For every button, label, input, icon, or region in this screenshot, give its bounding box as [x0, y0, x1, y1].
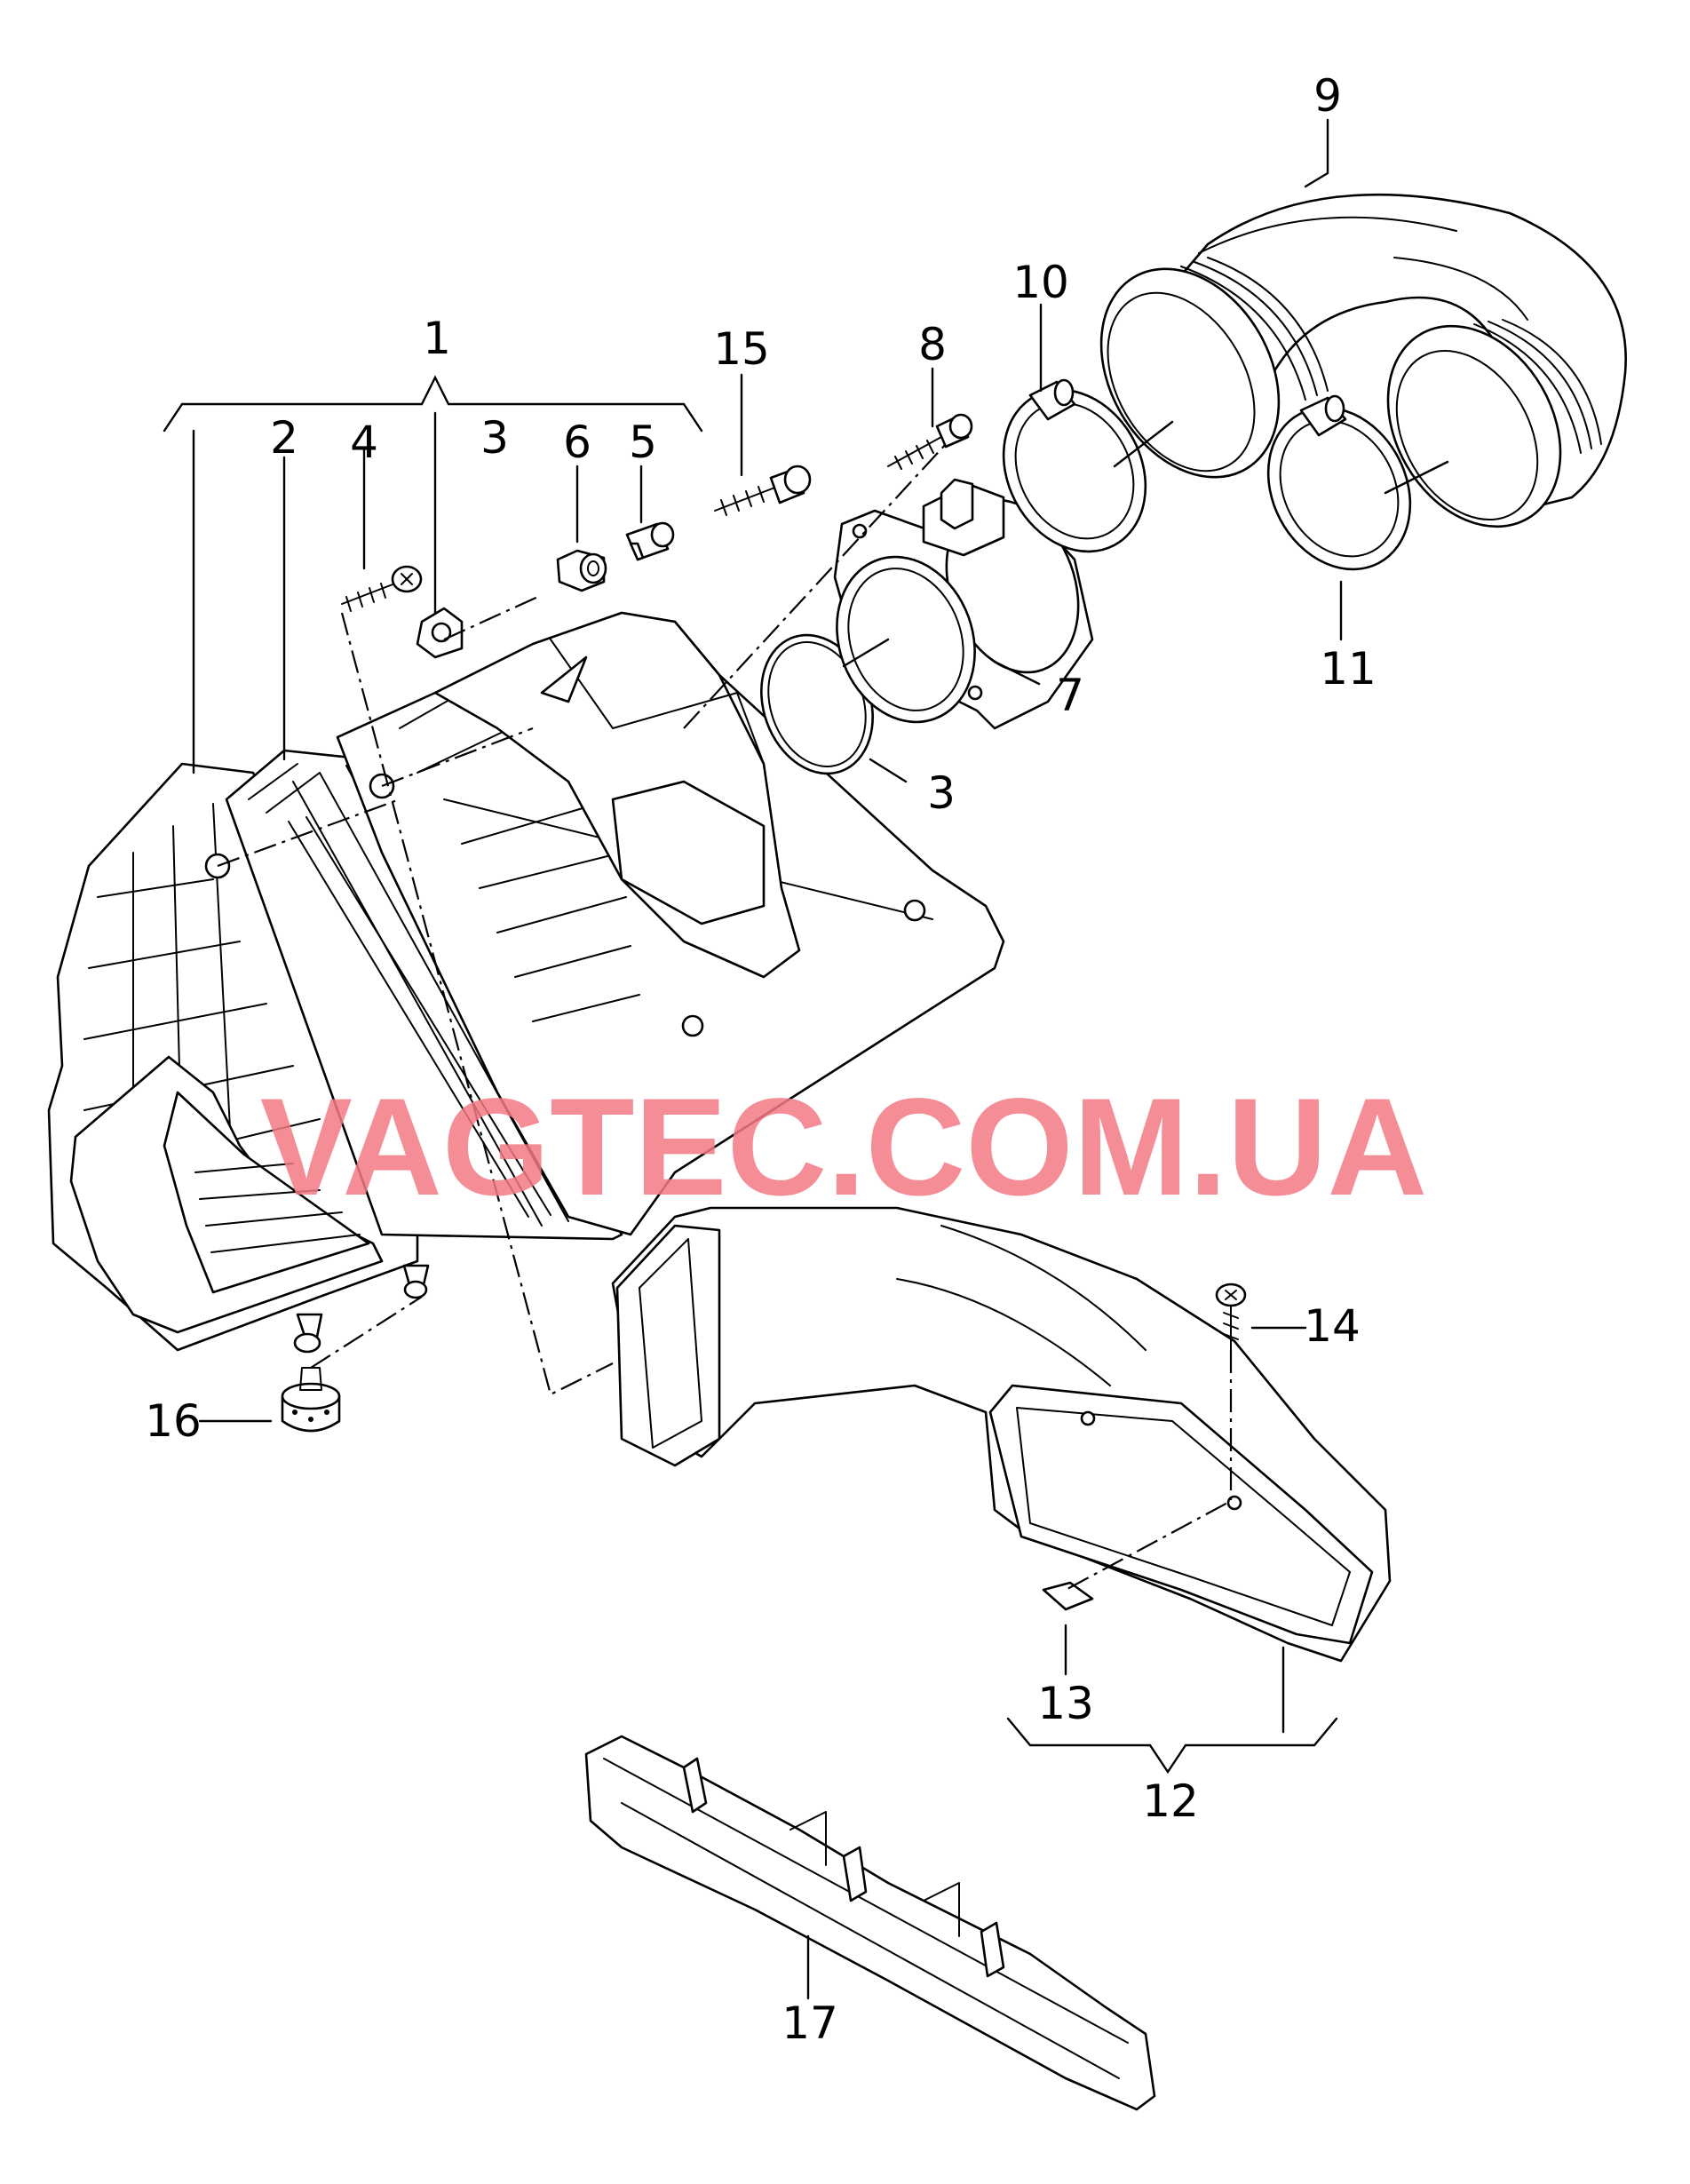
callout-16: 16 — [145, 1395, 202, 1447]
air-filter-housing — [47, 607, 1005, 1354]
sleeve-5 — [625, 521, 675, 561]
screw-14 — [1215, 1283, 1247, 1351]
callout-8: 8 — [918, 319, 947, 370]
callout-2: 2 — [270, 412, 298, 464]
callout-labels: 1 2 4 3 6 5 15 8 10 9 11 7 3 14 13 12 16… — [145, 70, 1377, 2049]
callout-10: 10 — [1012, 257, 1069, 308]
leader-lines — [163, 118, 1449, 2000]
hose-clamp-11 — [1266, 394, 1412, 571]
callout-11: 11 — [1320, 643, 1377, 695]
screw-8 — [887, 413, 973, 470]
mass-air-flow-sensor — [833, 478, 1094, 730]
rubber-mount — [281, 1367, 341, 1433]
callout-6: 6 — [563, 417, 591, 468]
intake-hose — [1099, 193, 1627, 528]
callout-1: 1 — [423, 313, 451, 364]
watermark: VAGTEC.COM.UA — [260, 1070, 1427, 1225]
callout-7: 7 — [1056, 670, 1084, 721]
callout-3-ring: 3 — [927, 767, 956, 819]
clip-13 — [1042, 1581, 1094, 1611]
callout-17: 17 — [782, 1997, 838, 2049]
callout-14: 14 — [1304, 1300, 1361, 1352]
callout-13: 13 — [1037, 1678, 1094, 1729]
bolt-15 — [714, 465, 812, 516]
callout-5: 5 — [629, 417, 657, 468]
assembly-lines — [217, 443, 1233, 1591]
callout-9: 9 — [1313, 70, 1342, 122]
callout-15: 15 — [713, 323, 770, 375]
grommet-6 — [556, 549, 607, 592]
callout-3-top: 3 — [480, 412, 509, 464]
callout-4: 4 — [350, 417, 378, 468]
screw-4 — [341, 565, 423, 612]
callout-12: 12 — [1142, 1775, 1199, 1827]
air-guide — [584, 1735, 1156, 2111]
intake-duct — [611, 1206, 1392, 1663]
